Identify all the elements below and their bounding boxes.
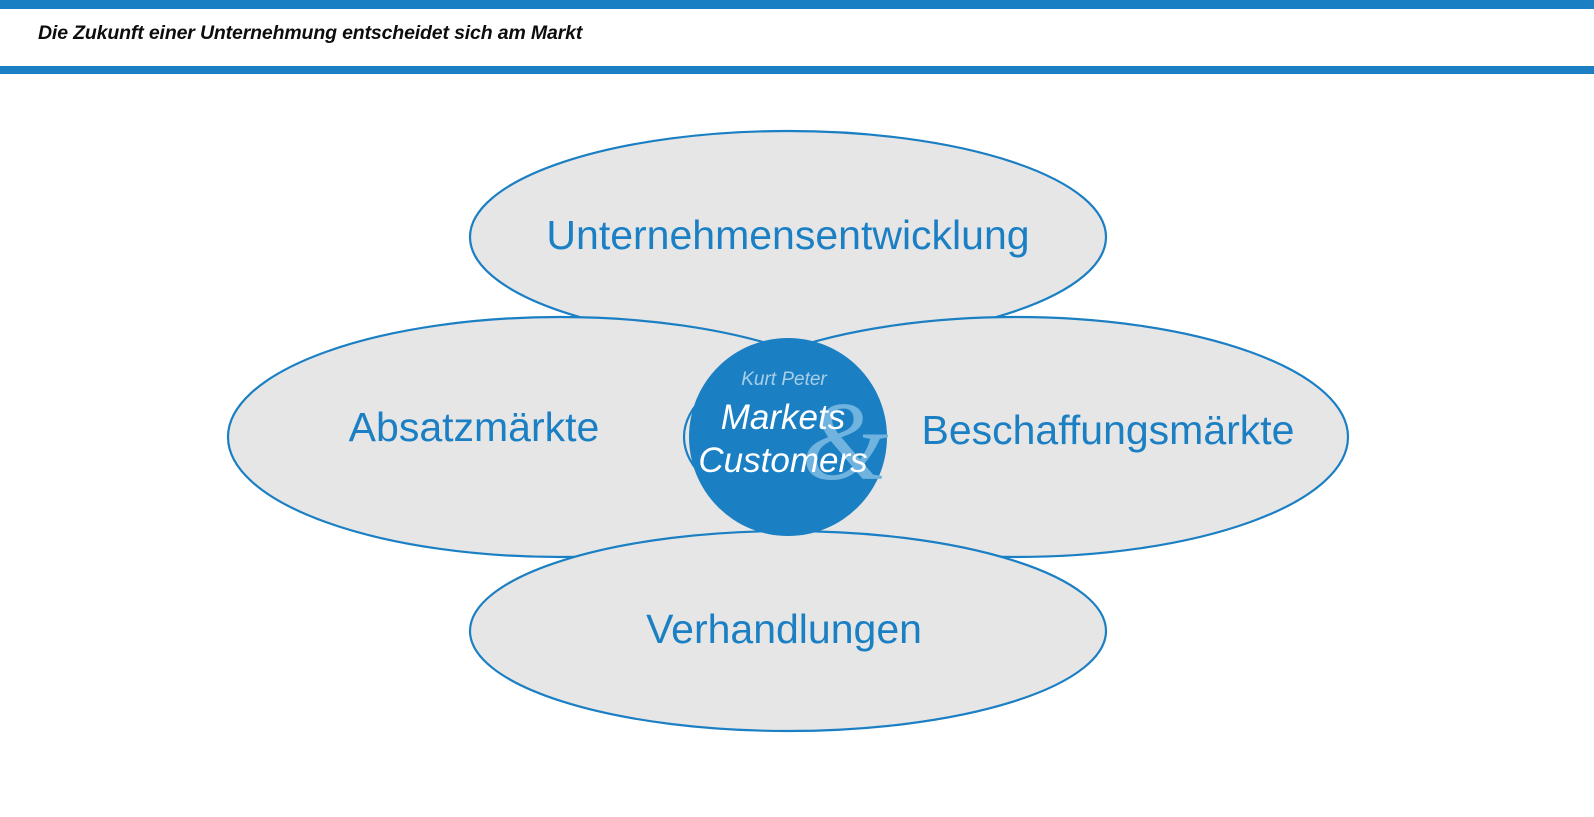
page-title: Die Zukunft einer Unternehmung entscheid…: [38, 22, 583, 44]
hub-circle: [689, 338, 887, 536]
header-band: [0, 9, 1594, 66]
petal-label-top: Unternehmensentwicklung: [546, 212, 1029, 258]
petal-label-left: Absatzmärkte: [349, 404, 600, 450]
petal-label-bottom: Verhandlungen: [646, 606, 922, 652]
venn-diagram: Unternehmensentwicklung Absatzmärkte Bes…: [0, 74, 1594, 817]
hub-author-name: Kurt Peter: [741, 369, 827, 390]
hub-word-customers: Customers: [698, 441, 867, 480]
header-rule-bottom: [0, 66, 1594, 74]
petal-label-right: Beschaffungsmärkte: [921, 407, 1294, 453]
header-rule-top: [0, 0, 1594, 9]
hub-ampersand: &: [801, 380, 888, 504]
hub-word-markets: Markets: [721, 398, 845, 437]
